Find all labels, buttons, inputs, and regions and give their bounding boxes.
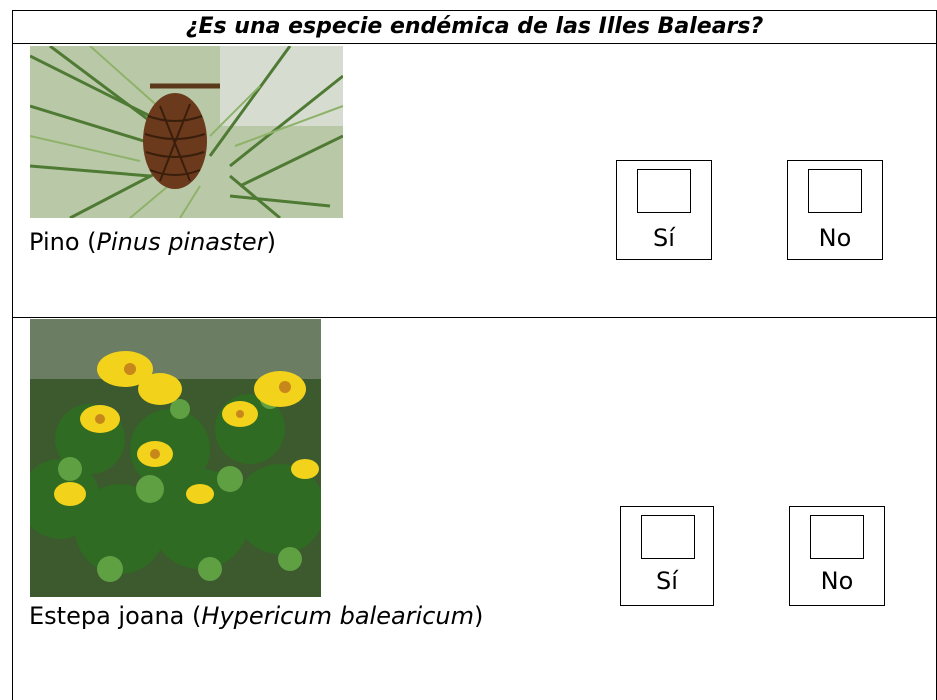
worksheet: ¿Es una especie endémica de las Illes Ba… <box>12 10 937 700</box>
checkbox-square[interactable] <box>637 169 691 213</box>
yellow-flower-shrub-photo <box>30 319 321 597</box>
pine-cone-photo <box>30 46 343 218</box>
species-caption: Estepa joana (Hypericum balearicum) <box>29 602 484 630</box>
checkbox-square[interactable] <box>810 515 864 559</box>
no-label: No <box>820 567 854 595</box>
yes-label: Sí <box>653 224 675 252</box>
yes-checkbox[interactable]: Sí <box>620 506 714 606</box>
checkbox-square[interactable] <box>641 515 695 559</box>
table-border-left <box>12 10 13 700</box>
question-heading: ¿Es una especie endémica de las Illes Ba… <box>185 14 764 39</box>
row-divider <box>12 317 937 318</box>
yes-label: Sí <box>656 567 678 595</box>
yes-checkbox[interactable]: Sí <box>616 160 712 260</box>
checkbox-square[interactable] <box>808 169 862 213</box>
no-checkbox[interactable]: No <box>789 506 885 606</box>
table-border-top <box>12 10 937 11</box>
no-checkbox[interactable]: No <box>787 160 883 260</box>
no-label: No <box>818 224 852 252</box>
species-caption: Pino (Pinus pinaster) <box>29 228 276 256</box>
heading-divider <box>12 43 937 44</box>
